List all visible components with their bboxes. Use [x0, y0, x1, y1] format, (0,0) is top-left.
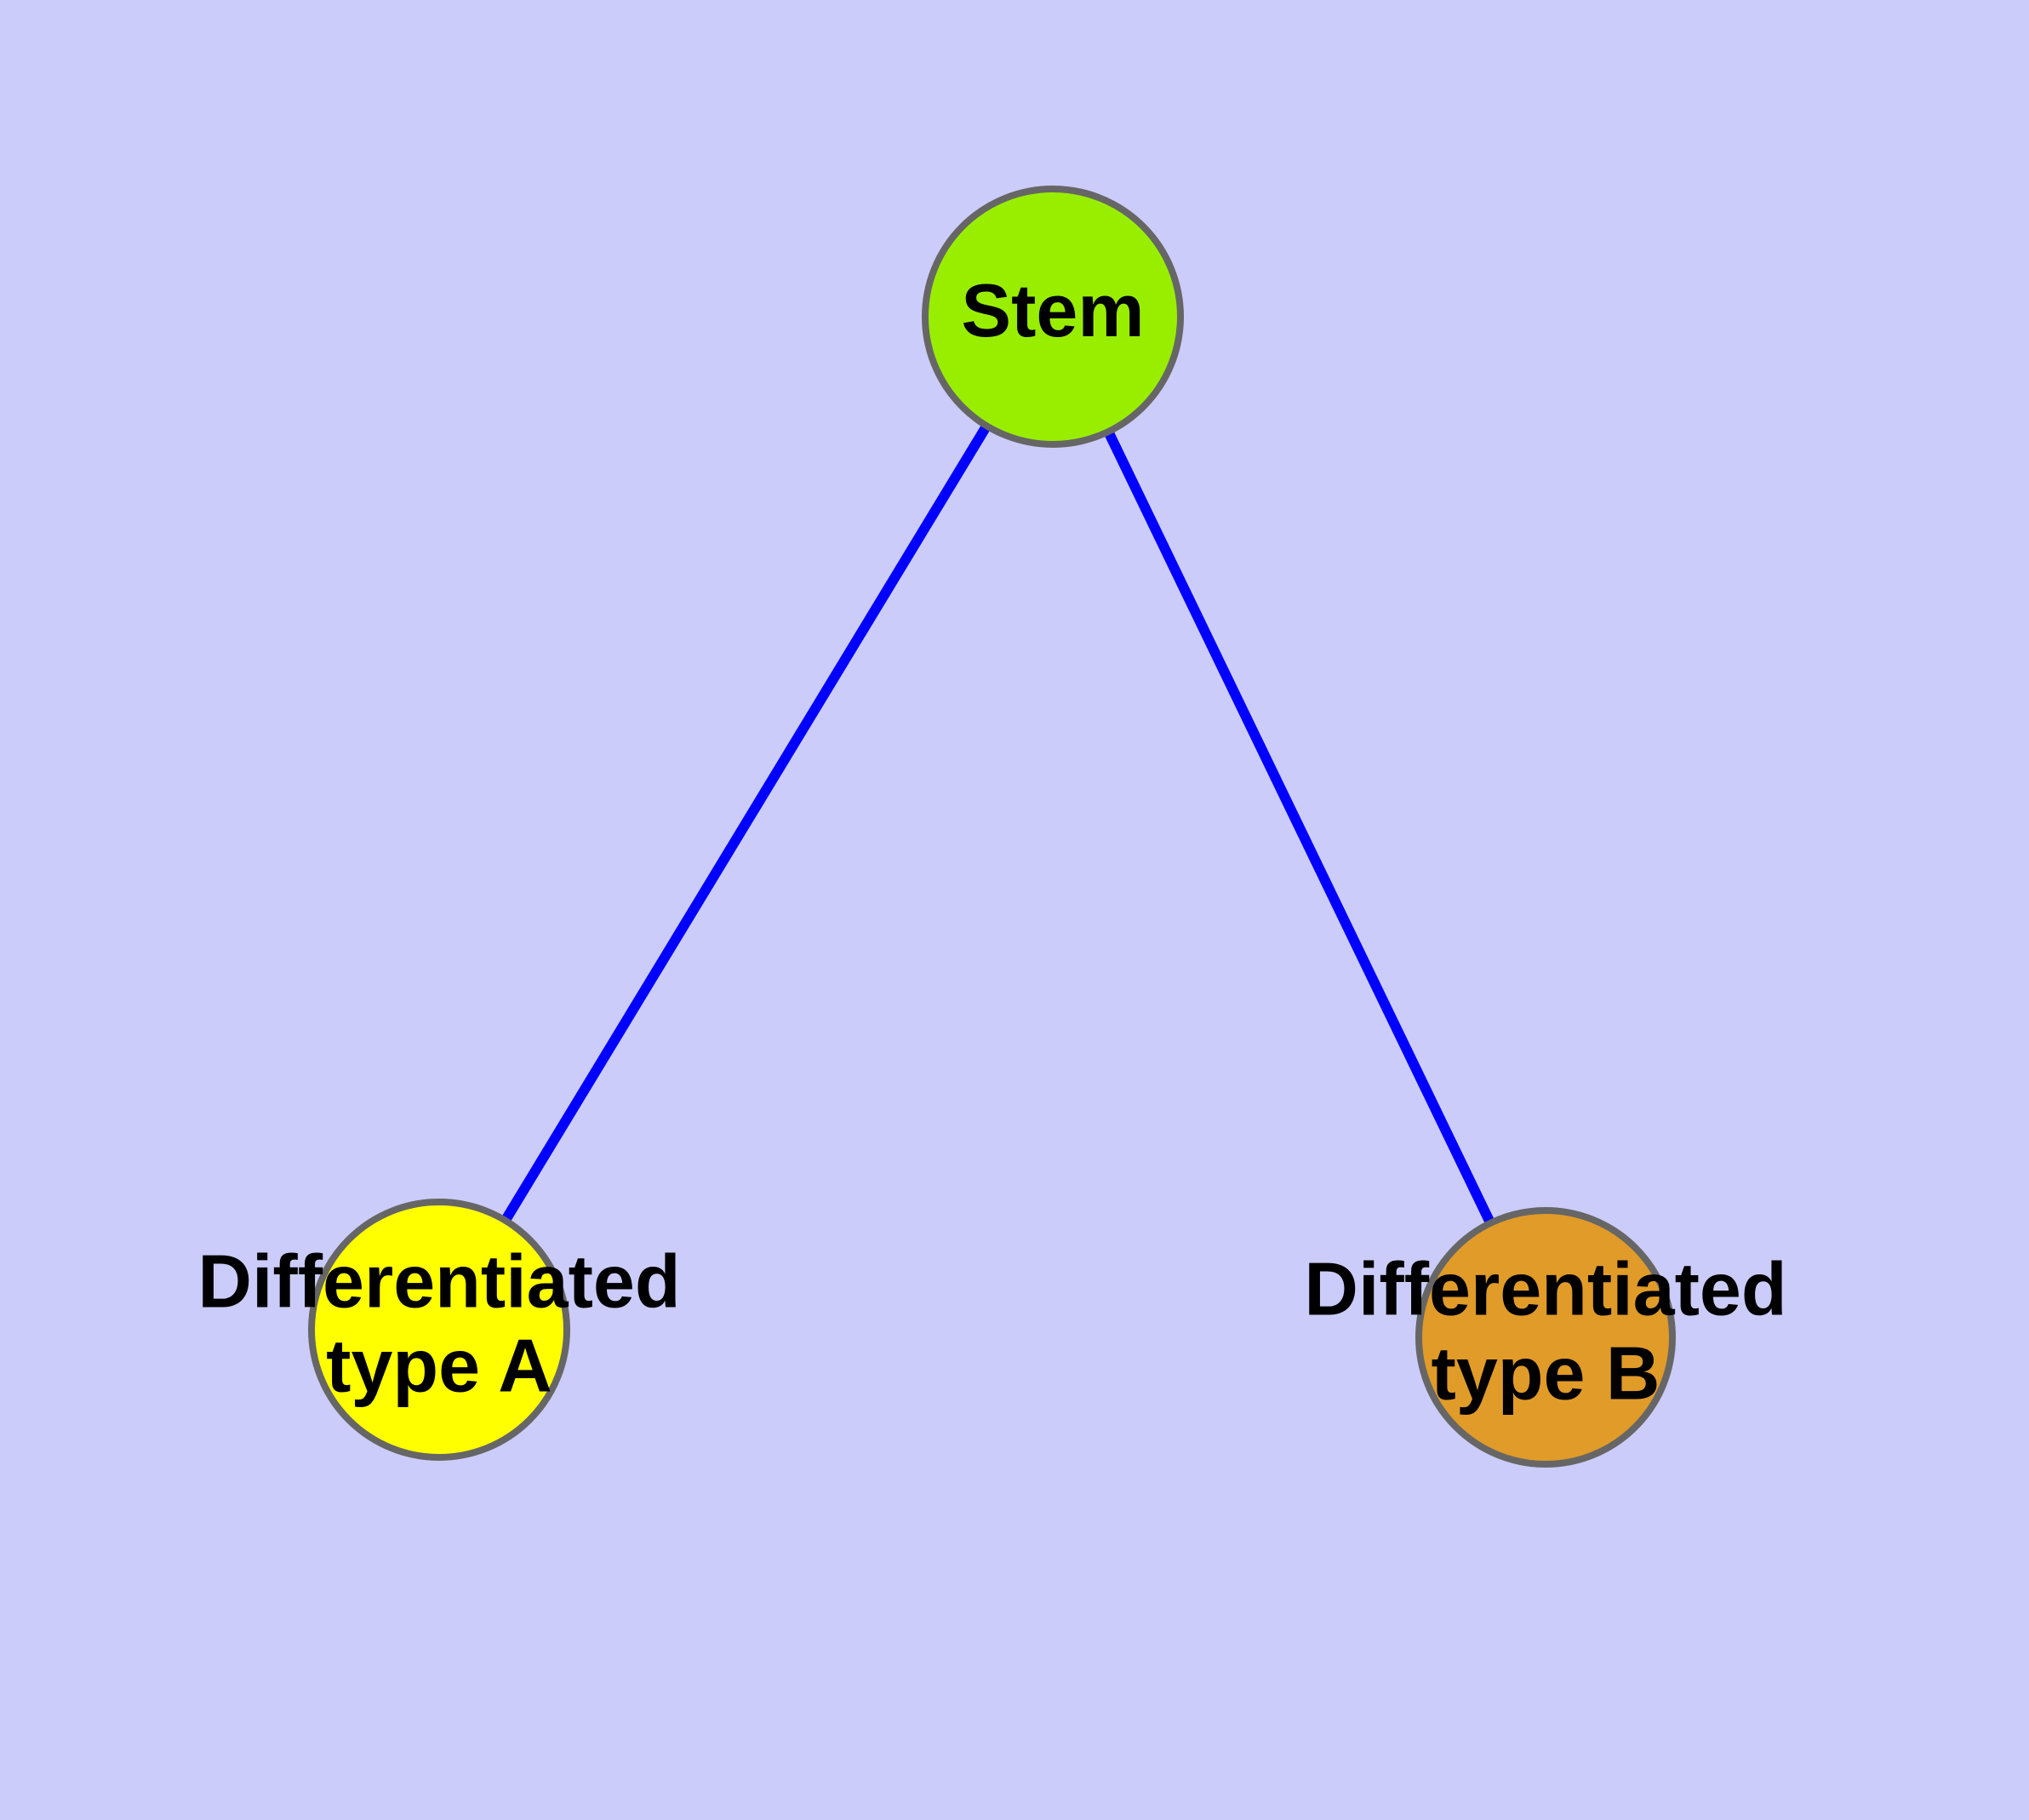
- node-stem-circle[interactable]: [922, 186, 1184, 448]
- node-label-line: type B: [1432, 1331, 1660, 1416]
- node-label-line: Differentiated: [1304, 1247, 1786, 1331]
- node-stem[interactable]: [922, 186, 1184, 448]
- node-differentiated-type-b[interactable]: [1415, 1207, 1676, 1468]
- edge-stem-to-differentiated-type-a[interactable]: [434, 313, 1058, 1333]
- node-differentiated-type-a-circle[interactable]: [308, 1199, 570, 1461]
- node-label-line: type A: [326, 1324, 552, 1408]
- node-label-line: Differentiated: [197, 1239, 680, 1324]
- node-label-line: Stem: [961, 268, 1144, 352]
- node-differentiated-type-b-circle[interactable]: [1415, 1207, 1676, 1468]
- node-differentiated-type-a[interactable]: [308, 1199, 570, 1461]
- edges-layer: [434, 313, 1551, 1340]
- edge-stem-to-differentiated-type-b[interactable]: [1048, 314, 1551, 1340]
- nodes-layer: [308, 186, 1676, 1468]
- node-label-stem: Stem: [961, 268, 1144, 352]
